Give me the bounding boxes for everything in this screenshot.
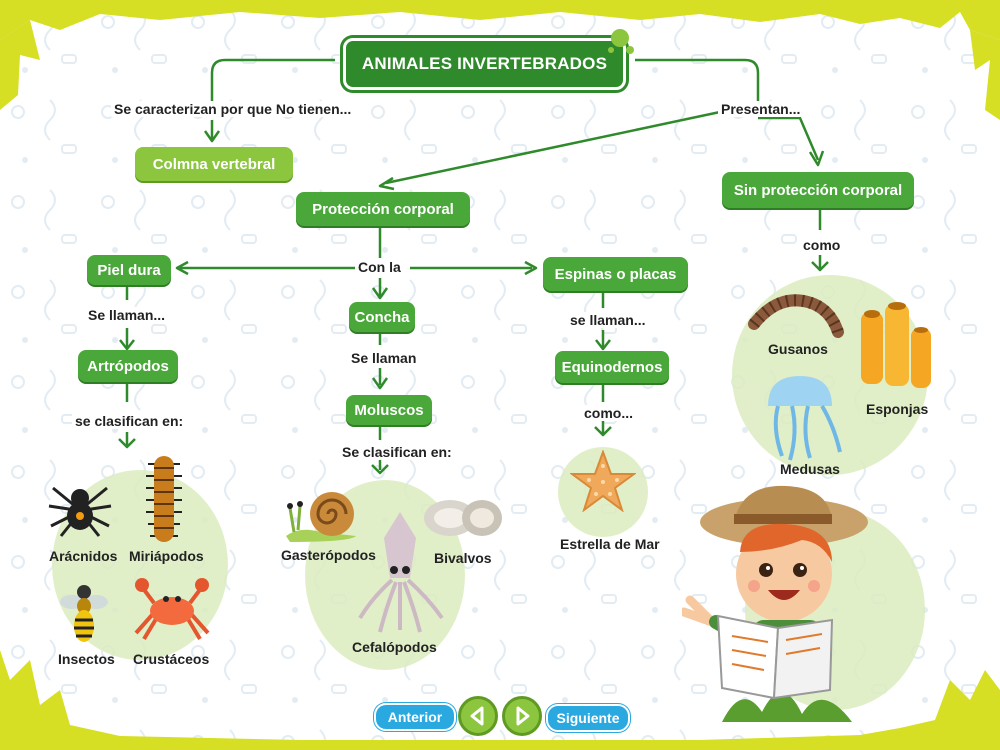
wasp-icon [60, 585, 108, 642]
squid-icon [358, 512, 444, 633]
crab-icon [134, 578, 210, 641]
node-moluscos: Moluscos [346, 395, 432, 425]
caption-medusas: Medusas [780, 461, 840, 477]
prev-arrow-icon [470, 706, 484, 726]
caption-gasteropodos: Gasterópodos [281, 547, 376, 563]
caption-crustaceos: Crustáceos [133, 651, 210, 667]
explorer-kid-icon [682, 485, 868, 722]
label-se-llaman-3: se llaman... [567, 312, 649, 328]
label-se-clasifican-2: Se clasifican en: [339, 444, 455, 460]
label-como-3: como... [581, 405, 637, 421]
title-bubbles-icon [608, 29, 634, 54]
label-caracterizan: Se caracterizan por que No tienen... [111, 101, 355, 117]
caption-estrella: Estrella de Mar [560, 536, 660, 552]
label-se-clasifican-1: se clasifican en: [72, 413, 187, 429]
node-piel-dura: Piel dura [87, 255, 171, 285]
next-arrow-button[interactable] [502, 696, 542, 736]
oyster-icon [424, 500, 502, 536]
label-con-la: Con la [355, 259, 404, 275]
worm-icon [748, 294, 844, 338]
caption-gusanos: Gusanos [768, 341, 828, 357]
node-columna-vertebral: Colmna vertebral [135, 147, 293, 181]
snail-icon [286, 492, 356, 542]
node-concha: Concha [349, 302, 415, 332]
label-se-llaman-2: Se llaman [348, 350, 420, 366]
prev-button[interactable]: Anterior [374, 703, 456, 731]
next-arrow-icon [516, 706, 530, 726]
page-title: ANIMALES INVERTEBRADOS [343, 38, 626, 90]
label-como-4: como [800, 237, 844, 253]
starfish-icon [570, 450, 636, 512]
node-artropodos: Artrópodos [78, 350, 178, 382]
caption-insectos: Insectos [58, 651, 115, 667]
sponge-icon [861, 302, 931, 388]
next-button[interactable]: Siguiente [546, 704, 630, 732]
caption-bivalvos: Bivalvos [434, 550, 492, 566]
prev-arrow-button[interactable] [458, 696, 498, 736]
spider-icon [48, 486, 112, 537]
caption-aracnidos: Arácnidos [49, 548, 118, 564]
centipede-icon [146, 456, 182, 542]
node-espinas-placas: Espinas o placas [543, 257, 688, 291]
caption-miriapodos: Miriápodos [129, 548, 204, 564]
label-se-llaman-1: Se llaman... [85, 307, 169, 323]
caption-esponjas: Esponjas [866, 401, 929, 417]
node-equinodermos: Equinodernos [555, 351, 669, 383]
caption-cefalopodos: Cefalópodos [352, 639, 437, 655]
node-proteccion-corporal: Protección corporal [296, 192, 470, 226]
node-sin-proteccion: Sin protección corporal [722, 172, 914, 208]
jellyfish-icon [768, 376, 842, 461]
label-presentan: Presentan... [718, 101, 804, 117]
